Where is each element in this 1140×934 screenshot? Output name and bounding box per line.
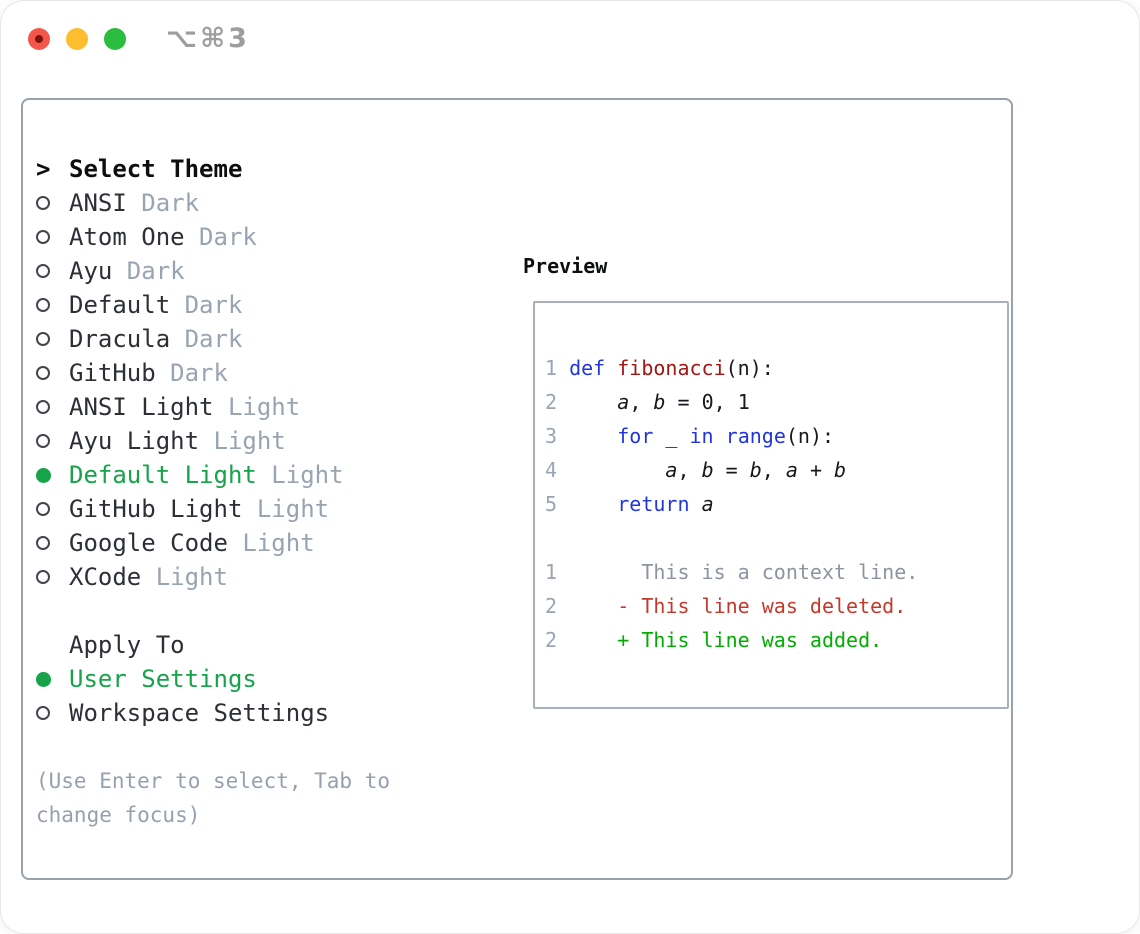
theme-option[interactable]: Dracula Dark (36, 322, 476, 356)
theme-option[interactable]: Default Dark (36, 288, 476, 322)
apply-to-label: Apply To (69, 631, 185, 659)
option-variant: Dark (170, 325, 243, 353)
zoom-button[interactable] (104, 28, 126, 50)
radio-icon (36, 264, 50, 278)
line-number: 5 (545, 492, 570, 516)
radio-icon (36, 366, 50, 380)
close-button[interactable] (28, 28, 50, 50)
code-line: 3 for _ in range(n): (545, 424, 835, 448)
option-label: GitHub (69, 359, 156, 387)
theme-option[interactable]: Atom One Dark (36, 220, 476, 254)
preview-title: Preview (523, 254, 608, 278)
code-line: 4 a, b = b, a + b (545, 458, 847, 482)
line-number: 2 (545, 594, 570, 618)
code-line: 5 return a (545, 492, 714, 516)
option-label: Ayu Light (69, 427, 200, 455)
option-label: Workspace Settings (69, 699, 330, 727)
option-variant: Light (242, 495, 330, 523)
option-label: XCode (69, 563, 142, 591)
option-label: Atom One (69, 223, 185, 251)
theme-option[interactable]: ANSI Dark (36, 186, 476, 220)
line-number: 2 (545, 628, 570, 652)
line-number: 4 (545, 458, 570, 482)
option-variant: Light (227, 529, 315, 557)
apply-option[interactable]: Workspace Settings (36, 696, 476, 730)
titlebar: ⌥⌘3 (1, 1, 1139, 77)
theme-option[interactable]: Default Light Light (36, 458, 476, 492)
panel-title: Select Theme (69, 155, 243, 183)
apply-option[interactable]: User Settings (36, 662, 476, 696)
line-number: 3 (545, 424, 570, 448)
option-label: Default Light (69, 461, 257, 489)
radio-icon (36, 196, 50, 210)
theme-option[interactable]: XCode Light (36, 560, 476, 594)
option-variant: Dark (126, 189, 200, 217)
line-number: 1 (545, 560, 570, 584)
theme-option[interactable]: Ayu Dark (36, 254, 476, 288)
radio-icon (36, 467, 51, 483)
option-variant: Light (256, 461, 344, 489)
radio-icon (36, 332, 50, 346)
radio-icon (36, 570, 50, 584)
code-line: 2 a, b = 0, 1 (545, 390, 750, 414)
option-variant: Dark (112, 257, 185, 285)
radio-icon (36, 400, 50, 414)
option-label: User Settings (69, 665, 257, 693)
code-line (545, 521, 1007, 555)
theme-option[interactable]: Ayu Light Light (36, 424, 476, 458)
preview-box: 1 def fibonacci(n): 2 a, b = 0, 1 3 for _ … (533, 301, 1009, 709)
radio-icon (36, 706, 50, 720)
radio-icon (36, 536, 50, 550)
help-text: (Use Enter to select, Tab to change focu… (36, 769, 391, 827)
option-label: GitHub Light (69, 495, 243, 523)
radio-icon (36, 298, 50, 312)
option-label: Default (69, 291, 171, 319)
theme-option[interactable]: ANSI Light Light (36, 390, 476, 424)
window-title: ⌥⌘3 (166, 23, 250, 54)
code-line: 1 This is a context line. (545, 560, 919, 584)
minimize-button[interactable] (66, 28, 88, 50)
option-variant: Dark (184, 223, 257, 251)
line-number: 1 (545, 356, 570, 380)
code-preview: 1 def fibonacci(n): 2 a, b = 0, 1 3 for _ … (535, 303, 1007, 657)
option-variant: Light (199, 427, 286, 455)
radio-icon (36, 434, 50, 448)
apply-to-header: Apply To (36, 628, 476, 662)
cursor-icon: > (36, 155, 51, 183)
option-label: ANSI (69, 189, 127, 217)
code-line: 1 def fibonacci(n): (545, 356, 774, 380)
theme-option[interactable]: GitHub Dark (36, 356, 476, 390)
radio-icon (36, 502, 50, 516)
option-label: ANSI Light (69, 393, 214, 421)
option-label: Ayu (69, 257, 113, 285)
option-variant: Dark (155, 359, 228, 387)
line-number: 2 (545, 390, 570, 414)
option-label: Google Code (69, 529, 228, 557)
option-variant: Light (213, 393, 301, 421)
radio-icon (36, 230, 50, 244)
code-line: 2 - This line was deleted. (545, 594, 907, 618)
close-dot-icon (35, 35, 43, 43)
select-theme-header: > Select Theme (36, 152, 476, 186)
code-line: 2 + This line was added. (545, 628, 883, 652)
spacer (36, 594, 476, 628)
option-variant: Dark (170, 291, 243, 319)
option-label: Dracula (69, 325, 171, 353)
radio-icon (36, 671, 51, 687)
theme-option[interactable]: Google Code Light (36, 526, 476, 560)
option-variant: Light (141, 563, 228, 591)
theme-option[interactable]: GitHub Light Light (36, 492, 476, 526)
